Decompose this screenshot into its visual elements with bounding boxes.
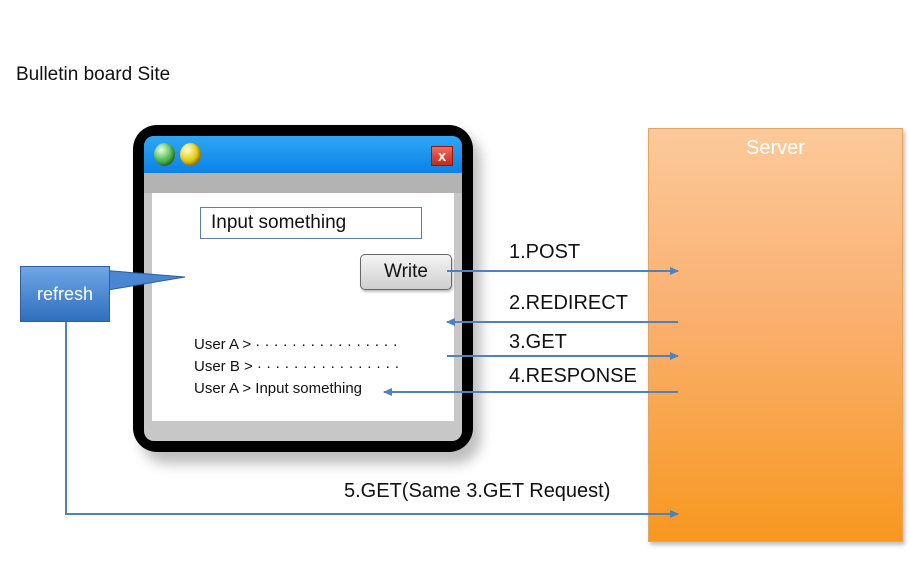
green-window-button-icon[interactable]	[154, 143, 175, 166]
browser-frame: x Input something Write User A > · · · ·…	[144, 136, 462, 441]
step-post-label: 1.POST	[509, 241, 581, 263]
page-content: Input something Write User A > · · · · ·…	[152, 193, 454, 421]
diagram-title: Bulletin board Site	[16, 64, 171, 85]
refresh-callout: refresh	[20, 266, 110, 322]
step-reget-label: 5.GET(Same 3.GET Request)	[344, 480, 611, 502]
post-item: User B > · · · · · · · · · · · · · · · ·	[194, 358, 400, 375]
close-icon[interactable]: x	[431, 146, 453, 166]
server-box: Server	[648, 128, 903, 542]
window-toolbar	[144, 173, 462, 193]
server-label: Server	[746, 137, 805, 159]
step-redirect-label: 2.REDIRECT	[509, 292, 628, 314]
post-item: User A > Input something	[194, 380, 363, 397]
yellow-window-button-icon[interactable]	[180, 143, 201, 166]
write-button[interactable]: Write	[360, 254, 452, 290]
step-get-label: 3.GET	[509, 331, 567, 353]
arrow-reget	[65, 322, 679, 518]
step-response-label: 4.RESPONSE	[509, 365, 637, 387]
browser-window: x Input something Write User A > · · · ·…	[133, 125, 473, 452]
window-titlebar: x	[144, 136, 462, 173]
callout-pointer	[99, 269, 186, 291]
message-input[interactable]: Input something	[200, 207, 422, 239]
post-item: User A > · · · · · · · · · · · · · · · ·	[194, 336, 398, 353]
